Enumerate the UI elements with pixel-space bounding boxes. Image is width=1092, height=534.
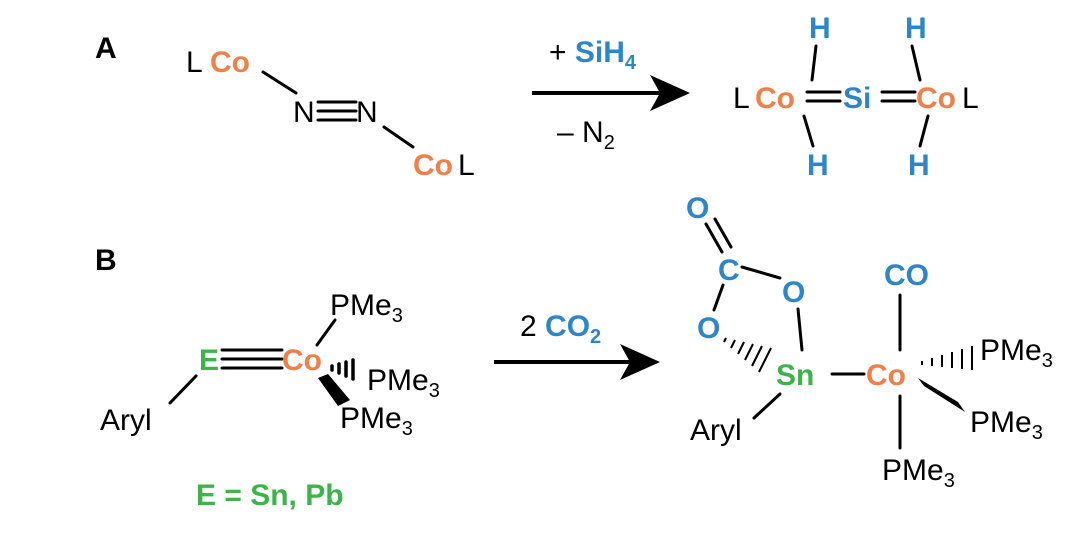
arrow-b-reagent: 2 CO2 xyxy=(520,310,601,348)
reaction-arrow-a: + SiH4 – N2 xyxy=(532,36,690,154)
c-o-bond xyxy=(712,283,725,312)
hydride-top-left: H xyxy=(809,12,831,45)
hashed-wedge-bond xyxy=(330,358,355,381)
panel-a-label: A xyxy=(95,32,117,65)
tetrel-note: E = Sn, Pb xyxy=(196,479,344,512)
tetrylidyne-complex: PMe3 E Co PMe3 PMe3 Aryl E = Sn, Pb xyxy=(100,289,440,512)
ligand-right: L xyxy=(962,82,979,115)
co2-insertion-product: O C O O Sn Aryl Co xyxy=(686,192,1053,492)
co-h-bond xyxy=(802,114,815,148)
o-sn-bond xyxy=(796,307,804,352)
hydride-bottom-left: H xyxy=(807,149,829,182)
cobalt-left: Co xyxy=(210,46,250,79)
pme3-lower-right: PMe3 xyxy=(970,406,1043,444)
co-si-double-bond xyxy=(805,90,842,103)
pme3-bottom: PMe3 xyxy=(340,402,413,440)
solid-wedge-bond xyxy=(318,374,350,406)
carbonyl-ligand: CO xyxy=(884,259,929,292)
ligand-left: L xyxy=(733,82,750,115)
si-co-double-bond xyxy=(880,90,917,103)
h-co-bond xyxy=(810,44,818,82)
e-co-triple-bond xyxy=(220,348,284,370)
tetrel-atom: E xyxy=(199,344,219,377)
cobalt: Co xyxy=(866,359,906,392)
carbonyl-oxygen: O xyxy=(686,192,709,225)
solid-wedge-bond xyxy=(918,378,965,412)
silicon-center: Si xyxy=(843,82,871,115)
pme3-right: PMe3 xyxy=(980,334,1053,372)
hydride-bottom-right: H xyxy=(908,149,930,182)
co-n-bond xyxy=(261,70,298,95)
panel-a: A L Co N N Co L + SiH4 – N2 H xyxy=(95,12,979,182)
dinitrogen-complex: L Co N N Co L xyxy=(186,46,475,182)
panel-b: B PMe3 E Co PMe3 PMe3 Aryl E = xyxy=(95,192,1053,512)
panel-b-label: B xyxy=(95,244,117,277)
cobalt: Co xyxy=(282,344,322,377)
oxygen-right: O xyxy=(782,276,805,309)
carbonate-carbon: C xyxy=(718,254,740,287)
co-p-bond xyxy=(315,318,337,347)
c-o-double-bond xyxy=(704,217,733,254)
cobalt-right: Co xyxy=(413,149,453,182)
sn-aryl-bond xyxy=(752,392,782,420)
oxygen-left: O xyxy=(697,312,720,345)
aryl-group: Aryl xyxy=(100,404,152,437)
hashed-wedge-bond xyxy=(921,346,973,370)
silicide-product: H H L Co Si Co L H H xyxy=(733,12,979,182)
aryl-group: Aryl xyxy=(690,414,742,447)
n-co-bond xyxy=(382,125,415,149)
h-co-bond xyxy=(910,44,922,82)
arrow-a-byproduct: – N2 xyxy=(557,116,615,154)
pme3-right: PMe3 xyxy=(367,364,440,402)
tin-atom: Sn xyxy=(776,359,814,392)
ligand-left: L xyxy=(186,46,203,79)
pme3-top: PMe3 xyxy=(330,289,403,327)
nitrogen-2: N xyxy=(356,96,378,129)
reaction-arrow-b: 2 CO2 xyxy=(494,310,660,380)
pme3-bottom: PMe3 xyxy=(882,454,955,492)
n-n-triple-bond xyxy=(316,100,358,122)
co-h-bond xyxy=(918,114,930,148)
aryl-e-bond xyxy=(168,374,198,405)
nitrogen-1: N xyxy=(293,96,315,129)
cobalt-left: Co xyxy=(755,82,795,115)
c-o-bond xyxy=(740,265,782,280)
hydride-top-right: H xyxy=(905,12,927,45)
cobalt-right: Co xyxy=(916,82,956,115)
ligand-right: L xyxy=(458,149,475,182)
arrow-a-reagent: + SiH4 xyxy=(549,36,637,74)
hashed-wedge-bond xyxy=(723,337,772,373)
